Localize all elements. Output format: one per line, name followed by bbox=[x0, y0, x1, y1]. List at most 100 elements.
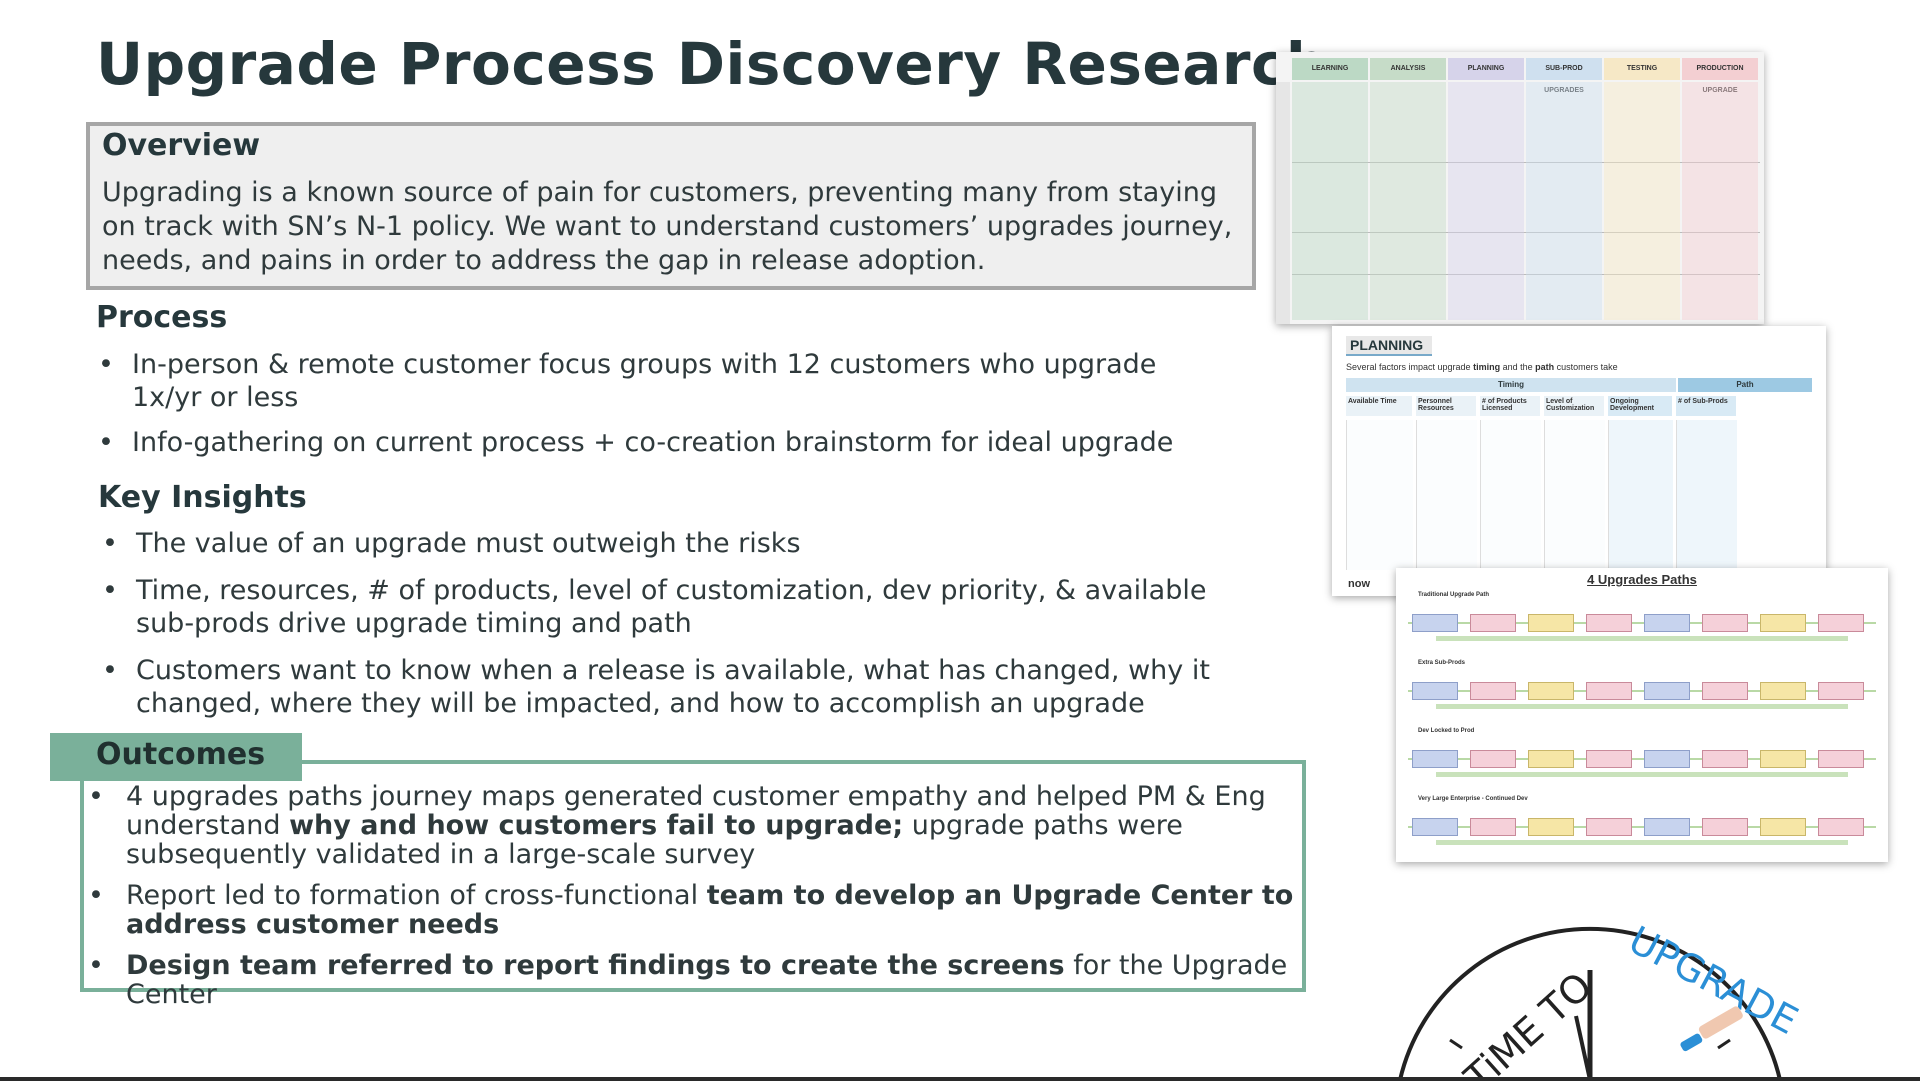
planning-column-body bbox=[1544, 420, 1605, 570]
upgrade-path-step bbox=[1702, 750, 1748, 768]
upgrade-path-step bbox=[1702, 818, 1748, 836]
process-item: Info-gathering on current process + co-c… bbox=[96, 426, 1186, 459]
upgrade-path-step bbox=[1412, 818, 1458, 836]
overview-text: Upgrading is a known source of pain for … bbox=[102, 177, 1233, 276]
now-logo: now bbox=[1348, 578, 1370, 590]
upgrade-path-step bbox=[1644, 614, 1690, 632]
dev-phase-bar bbox=[1436, 636, 1848, 641]
upgrade-path-step bbox=[1470, 750, 1516, 768]
process-item: In-person & remote customer focus groups… bbox=[96, 348, 1186, 414]
journey-stage-header: TESTING bbox=[1604, 58, 1680, 80]
journey-stage-header: PRODUCTION UPGRADE bbox=[1682, 58, 1758, 94]
upgrade-path-title: Very Large Enterprise - Continued Dev bbox=[1418, 796, 1528, 802]
insight-item: Time, resources, # of products, level of… bbox=[100, 574, 1240, 640]
planning-column-header: # of Sub-Prods bbox=[1676, 396, 1736, 416]
upgrade-path-line bbox=[1408, 690, 1876, 692]
overview-box bbox=[86, 122, 1256, 290]
dev-phase-bar bbox=[1436, 772, 1848, 777]
timing-group-header: Timing bbox=[1346, 378, 1676, 392]
process-list: In-person & remote customer focus groups… bbox=[96, 348, 1186, 471]
upgrade-path-step bbox=[1586, 750, 1632, 768]
process-heading: Process bbox=[96, 300, 228, 335]
outcomes-tab bbox=[50, 733, 302, 781]
upgrade-path-step bbox=[1818, 614, 1864, 632]
upgrade-path-step bbox=[1702, 682, 1748, 700]
upgrade-path-step bbox=[1818, 818, 1864, 836]
upgrade-path-step bbox=[1644, 818, 1690, 836]
outcomes-heading: Outcomes bbox=[96, 737, 266, 772]
planning-column-body bbox=[1480, 420, 1541, 570]
upgrade-path-step bbox=[1586, 614, 1632, 632]
upgrade-path-step bbox=[1760, 682, 1806, 700]
upgrade-path-step bbox=[1470, 818, 1516, 836]
insight-item: The value of an upgrade must outweigh th… bbox=[100, 527, 1240, 560]
planning-column-body bbox=[1346, 420, 1413, 570]
dev-phase-bar bbox=[1436, 840, 1848, 845]
journey-stage-column bbox=[1682, 82, 1758, 320]
upgrade-path-step bbox=[1702, 614, 1748, 632]
upgrade-path-line bbox=[1408, 826, 1876, 828]
journey-stage-column bbox=[1526, 82, 1602, 320]
planning-column-header: Available Time bbox=[1346, 396, 1412, 416]
journey-stage-column bbox=[1292, 82, 1368, 320]
insight-item: Customers want to know when a release is… bbox=[100, 654, 1240, 720]
upgrade-path-title: Dev Locked to Prod bbox=[1418, 728, 1475, 734]
planning-column-header: Ongoing Development bbox=[1608, 396, 1672, 416]
upgrade-path-step bbox=[1528, 818, 1574, 836]
upgrade-path-step bbox=[1586, 818, 1632, 836]
planning-column-body bbox=[1676, 420, 1737, 570]
insights-heading: Key Insights bbox=[98, 480, 307, 515]
upgrade-path-step bbox=[1760, 614, 1806, 632]
upgrade-path-step bbox=[1470, 614, 1516, 632]
planning-thumbnail: PLANNING Several factors impact upgrade … bbox=[1332, 326, 1826, 596]
journey-stage-column bbox=[1370, 82, 1446, 320]
journey-stage-header: PLANNING bbox=[1448, 58, 1524, 80]
outcome-item: 4 upgrades paths journey maps generated … bbox=[86, 782, 1302, 869]
outcomes-list: 4 upgrades paths journey maps generated … bbox=[86, 782, 1302, 1021]
upgrade-path-step bbox=[1412, 750, 1458, 768]
upgrade-path-step bbox=[1818, 682, 1864, 700]
upgrade-path-step bbox=[1644, 682, 1690, 700]
upgrade-path-step bbox=[1528, 750, 1574, 768]
upgrade-path-step bbox=[1818, 750, 1864, 768]
planning-column-header: # of Products Licensed bbox=[1480, 396, 1540, 416]
planning-heading: PLANNING bbox=[1350, 337, 1424, 353]
journey-stage-header: LEARNING bbox=[1292, 58, 1368, 80]
bottom-rule bbox=[0, 1077, 1920, 1081]
upgrade-path-title: Traditional Upgrade Path bbox=[1418, 592, 1490, 598]
clock-arc bbox=[1398, 926, 1782, 1081]
journey-stage-header: ANALYSIS bbox=[1370, 58, 1446, 80]
time-to-upgrade-stamp: TiME TO UPGRADE bbox=[1398, 920, 1800, 1081]
planning-column-body bbox=[1608, 420, 1673, 570]
upgrade-path-line bbox=[1408, 758, 1876, 760]
planning-column-body bbox=[1416, 420, 1477, 570]
journey-stage-column bbox=[1448, 82, 1524, 320]
upgrade-path-line bbox=[1408, 622, 1876, 624]
planning-column-header: Personnel Resources bbox=[1416, 396, 1476, 416]
path-group-header: Path bbox=[1678, 378, 1812, 392]
upgrade-path-step bbox=[1760, 750, 1806, 768]
planning-subtitle: Several factors impact upgrade timing an… bbox=[1346, 362, 1618, 372]
page-title: Upgrade Process Discovery Research bbox=[96, 30, 1328, 98]
overview-heading: Overview bbox=[102, 128, 261, 163]
upgrade-path-step bbox=[1760, 818, 1806, 836]
outcome-item: Design team referred to report findings … bbox=[86, 951, 1302, 1009]
journey-stage-header: SUB-PROD UPGRADES bbox=[1526, 58, 1602, 94]
hand-marker-icon bbox=[1698, 1006, 1743, 1039]
outcome-item: Report led to formation of cross-functio… bbox=[86, 881, 1302, 939]
upgrade-path-title: Extra Sub-Prods bbox=[1418, 660, 1466, 666]
journey-map-row-labels bbox=[1276, 82, 1290, 324]
insights-list: The value of an upgrade must outweigh th… bbox=[100, 527, 1240, 732]
upgrade-path-step bbox=[1528, 614, 1574, 632]
dev-phase-bar bbox=[1436, 704, 1848, 709]
upgrade-path-step bbox=[1528, 682, 1574, 700]
paths-heading: 4 Upgrades Paths bbox=[1587, 572, 1697, 587]
upgrade-paths-thumbnail: 4 Upgrades Paths Traditional Upgrade Pat… bbox=[1396, 568, 1888, 862]
upgrade-path-step bbox=[1412, 682, 1458, 700]
planning-column-header: Level of Customization bbox=[1544, 396, 1604, 416]
journey-stage-column bbox=[1604, 82, 1680, 320]
upgrade-path-step bbox=[1644, 750, 1690, 768]
upgrade-path-step bbox=[1412, 614, 1458, 632]
upgrade-path-step bbox=[1470, 682, 1516, 700]
